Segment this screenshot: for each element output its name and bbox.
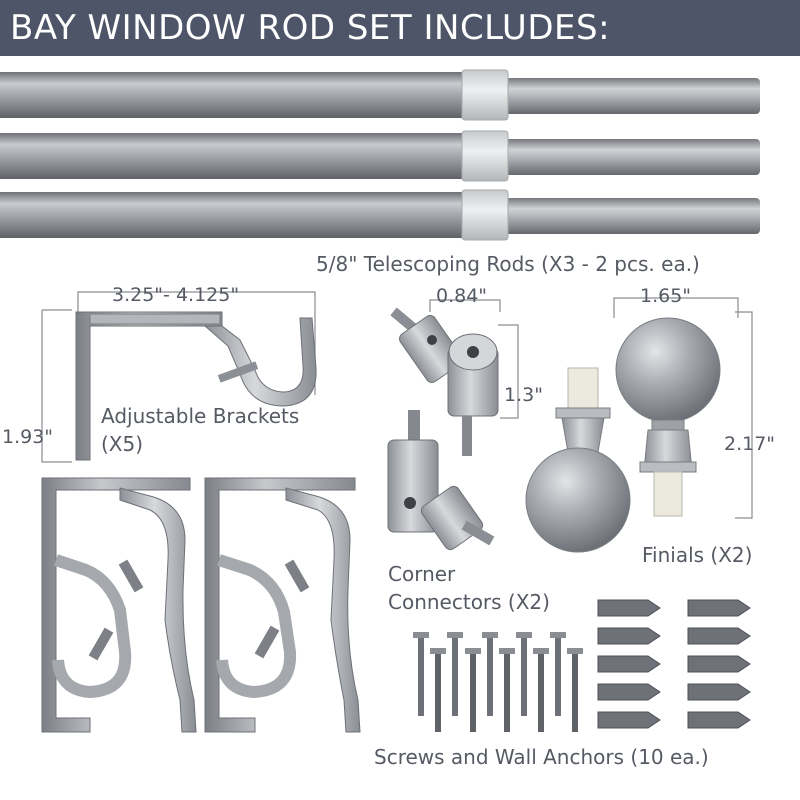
bracket-dimension-lines (41, 291, 316, 463)
bracket-width-dimension: 3.25"- 4.125" (112, 284, 240, 306)
screw-row-b (430, 648, 583, 732)
rod-2 (0, 130, 760, 182)
finials-label: Finials (X2) (642, 543, 753, 567)
corner-connector-2 (387, 410, 495, 551)
bracket-top (75, 311, 317, 461)
banner-title: BAY WINDOW ROD SET INCLUDES: (10, 8, 611, 48)
connectors-label-line1: Corner (388, 562, 456, 586)
connector-dimension-lines (429, 299, 519, 419)
finial-height-dimension: 2.17" (724, 433, 776, 455)
wall-anchors (597, 599, 751, 729)
finial-width-dimension: 1.65" (640, 285, 692, 307)
bracket-bottom-left (41, 477, 197, 733)
bracket-bottom-right (204, 477, 361, 733)
corner-connector-1 (390, 307, 499, 456)
hardware-label: Screws and Wall Anchors (10 ea.) (374, 745, 709, 769)
rod-3 (0, 189, 760, 241)
finial-right (615, 317, 721, 517)
connector-height-dimension: 1.3" (504, 384, 543, 406)
finial-dimension-lines (613, 297, 753, 519)
brackets-label-line2: (X5) (101, 432, 144, 456)
screw-row-a (413, 632, 566, 716)
connector-width-dimension: 0.84" (436, 285, 488, 307)
connectors-label-line2: Connectors (X2) (388, 590, 550, 614)
telescoping-rods (0, 69, 760, 241)
brackets-label-line1: Adjustable Brackets (101, 404, 300, 428)
rods-label: 5/8" Telescoping Rods (X3 - 2 pcs. ea.) (316, 252, 700, 276)
finial-left (525, 367, 631, 553)
rod-1 (0, 69, 760, 121)
bracket-height-dimension: 1.93" (2, 426, 54, 448)
title-banner: BAY WINDOW ROD SET INCLUDES: (0, 0, 800, 56)
screws (413, 632, 583, 732)
